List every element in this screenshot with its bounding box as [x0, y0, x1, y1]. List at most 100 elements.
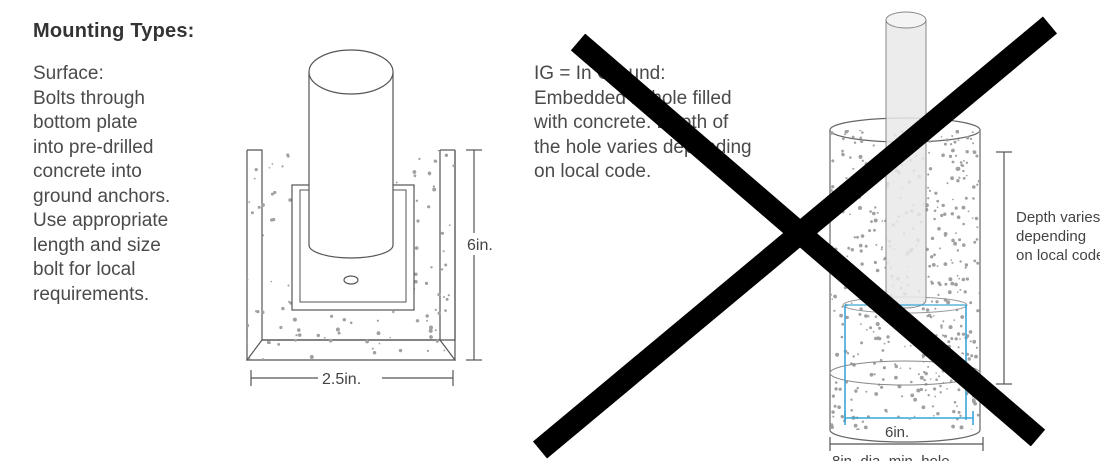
concrete-speck [951, 135, 954, 137]
concrete-speck [927, 173, 930, 176]
concrete-speck [959, 324, 963, 328]
concrete-speck [349, 321, 353, 325]
concrete-speck [415, 319, 420, 323]
concrete-speck [959, 425, 964, 430]
concrete-speck [430, 266, 433, 269]
concrete-speck [845, 315, 849, 320]
concrete-speck [917, 373, 920, 376]
concrete-speck [962, 176, 966, 180]
concrete-speck [860, 139, 864, 143]
concrete-speck [874, 315, 878, 319]
concrete-speck [273, 190, 277, 195]
concrete-speck [935, 372, 937, 374]
concrete-speck [261, 203, 265, 207]
concrete-speck [868, 229, 872, 233]
concrete-speck [831, 185, 835, 189]
concrete-speck [976, 261, 980, 265]
concrete-speck [831, 298, 833, 301]
concrete-speck [833, 309, 836, 312]
concrete-speck [869, 326, 873, 330]
concrete-speck [943, 212, 947, 216]
concrete-speck [415, 199, 419, 202]
concrete-speck [956, 405, 958, 408]
concrete-speck [961, 205, 966, 210]
concrete-speck [962, 169, 965, 173]
concrete-speck [840, 415, 844, 419]
concrete-speck [316, 333, 320, 338]
concrete-speck [286, 153, 290, 157]
concrete-speck [965, 277, 970, 281]
concrete-speck [392, 310, 395, 314]
concrete-speck [378, 342, 381, 345]
concrete-speck [875, 268, 880, 273]
concrete-speck [858, 312, 862, 316]
concrete-speck [927, 394, 930, 397]
concrete-speck [426, 319, 428, 322]
concrete-speck [376, 319, 379, 322]
concrete-speck [956, 332, 961, 336]
bolt-hole [343, 275, 359, 285]
concrete-speck [910, 393, 915, 398]
concrete-speck [943, 334, 948, 338]
surface-line: concrete into [33, 161, 142, 182]
concrete-speck [257, 205, 261, 209]
concrete-speck [859, 130, 862, 132]
concrete-speck [873, 373, 876, 376]
concrete-speck [954, 337, 958, 341]
concrete-speck [933, 217, 936, 221]
concrete-speck [830, 131, 834, 135]
concrete-speck [875, 243, 878, 246]
concrete-speck [432, 187, 437, 192]
concrete-speck [969, 137, 973, 140]
concrete-speck [268, 167, 271, 169]
surface-line: into pre-drilled [33, 136, 154, 158]
concrete-speck [934, 191, 938, 195]
concrete-speck [874, 206, 877, 209]
concrete-speck [434, 308, 437, 311]
concrete-speck [940, 324, 943, 328]
concrete-speck [262, 358, 265, 360]
concrete-speck [849, 213, 851, 216]
concrete-speck [952, 409, 956, 414]
concrete-speck [882, 366, 887, 370]
concrete-speck [941, 203, 945, 208]
concrete-speck [950, 281, 955, 286]
concrete-speck [850, 248, 854, 252]
concrete-speck [956, 249, 960, 252]
concrete-speck [976, 226, 979, 229]
concrete-speck [447, 294, 450, 297]
concrete-speck [955, 232, 957, 235]
concrete-speck [881, 220, 884, 222]
concrete-speck [849, 156, 852, 159]
concrete-speck [938, 375, 941, 378]
concrete-speck [950, 212, 954, 216]
concrete-speck [323, 336, 326, 339]
concrete-speck [961, 164, 965, 167]
concrete-speck [937, 293, 940, 296]
concrete-speck [894, 364, 898, 369]
concrete-speck [854, 389, 858, 393]
concrete-speck [850, 362, 853, 365]
concrete-speck [936, 265, 939, 268]
concrete-speck [866, 328, 868, 331]
concrete-speck [971, 217, 974, 219]
concrete-speck [435, 339, 439, 343]
concrete-speck [953, 140, 957, 144]
concrete-speck [853, 236, 856, 239]
concrete-speck [442, 250, 445, 253]
concrete-speck [950, 143, 953, 146]
concrete-speck [937, 281, 941, 285]
concrete-speck [850, 302, 853, 304]
concrete-speck [418, 157, 421, 160]
concrete-speck [948, 325, 953, 330]
concrete-speck [941, 334, 945, 337]
concrete-speck [885, 410, 888, 413]
concrete-speck [262, 234, 265, 237]
concrete-speck [295, 334, 298, 337]
concrete-speck [951, 160, 955, 164]
concrete-speck [426, 349, 429, 352]
concrete-speck [270, 192, 274, 196]
concrete-speck [841, 152, 845, 157]
concrete-speck [957, 291, 959, 293]
concrete-speck [950, 379, 953, 383]
